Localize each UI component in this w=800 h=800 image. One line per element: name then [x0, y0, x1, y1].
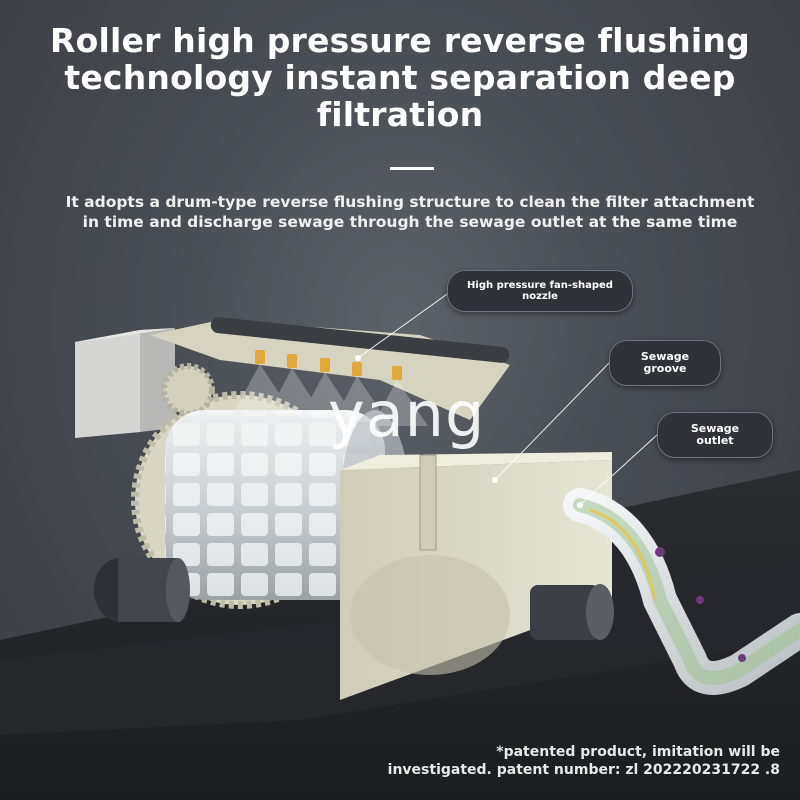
right-pipe-stub	[530, 585, 600, 640]
gear-small	[161, 363, 215, 417]
page-title: Roller high pressure reverse flushing te…	[0, 22, 800, 133]
subtitle: It adopts a drum-type reverse flushing s…	[0, 192, 800, 232]
callout-outlet-line-2: outlet	[696, 434, 734, 447]
watermark: yang	[328, 378, 486, 451]
motor-box	[75, 330, 140, 438]
patent-line-1: *patented product, imitation will be	[496, 744, 780, 760]
callout-groove-line-2: groove	[643, 362, 687, 375]
inlet-opening	[350, 555, 510, 675]
callout-outlet-line-1: Sewage	[690, 422, 740, 435]
nozzle-bar	[210, 317, 510, 363]
debris-particles	[655, 547, 746, 662]
nozzle-leader-line	[357, 291, 451, 359]
sewage-groove-bracket	[419, 454, 437, 551]
title-line-2: technology instant separation deep	[64, 58, 736, 97]
patent-notice: *patented product, imitation will be inv…	[388, 743, 780, 779]
callout-groove-line-1: Sewage	[640, 350, 690, 363]
callout-nozzle-label: High pressure fan-shaped nozzle	[467, 280, 613, 302]
callout-sewage-groove: Sewage groove	[609, 340, 721, 386]
outlet-leader-line	[579, 433, 659, 506]
subtitle-line-2: in time and discharge sewage through the…	[82, 213, 738, 231]
title-line-1: Roller high pressure reverse flushing	[50, 21, 750, 60]
title-divider	[390, 167, 434, 170]
groove-leader-line	[494, 361, 611, 481]
title-line-3: filtration	[316, 95, 484, 134]
callout-sewage-outlet: Sewage outlet	[657, 412, 773, 458]
callout-nozzle: High pressure fan-shaped nozzle	[447, 270, 633, 312]
subtitle-line-1: It adopts a drum-type reverse flushing s…	[65, 193, 755, 211]
patent-line-2: investigated. patent number: zl 20222023…	[387, 762, 780, 778]
nozzles	[255, 350, 402, 380]
spray-fans	[235, 364, 428, 426]
